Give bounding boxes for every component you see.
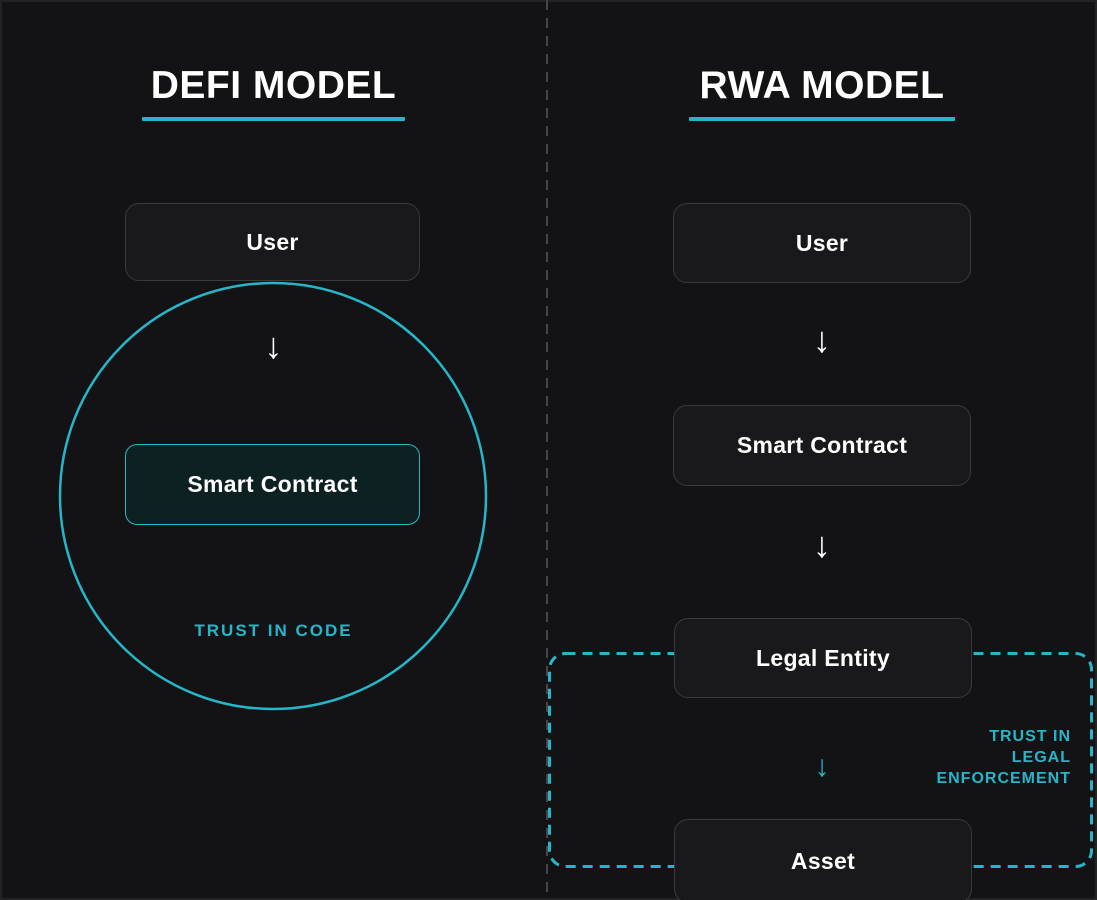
defi-down-arrow-icon: ↓ bbox=[264, 325, 283, 366]
defi-user-node: User bbox=[125, 203, 420, 281]
rwa-down-arrow-icon-2: ↓ bbox=[813, 524, 831, 565]
defi-smart-contract-node: Smart Contract bbox=[125, 444, 420, 525]
rwa-down-arrow-icon-1: ↓ bbox=[813, 319, 831, 360]
rwa-user-node: User bbox=[673, 203, 971, 283]
trust-in-legal-enforcement-label: TRUST IN LEGAL ENFORCEMENT bbox=[901, 726, 1071, 789]
rwa-down-arrow-icon-3: ↓ bbox=[814, 750, 830, 783]
trust-in-code-label: TRUST IN CODE bbox=[194, 621, 353, 640]
rwa-user-label: User bbox=[795, 229, 849, 256]
trust-legal-line-3: ENFORCEMENT bbox=[936, 770, 1071, 787]
defi-panel: DEFI MODEL User ↓ Smart Contract TRUST I… bbox=[0, 0, 547, 900]
rwa-panel-title: RWA MODEL bbox=[699, 64, 945, 107]
defi-title-underline bbox=[142, 117, 405, 121]
rwa-legal-entity-label: Legal Entity bbox=[756, 644, 890, 671]
defi-panel-title: DEFI MODEL bbox=[150, 64, 397, 107]
rwa-asset-label: Asset bbox=[790, 847, 856, 874]
trust-legal-line-1: TRUST IN bbox=[989, 728, 1071, 745]
rwa-asset-node: Asset bbox=[674, 819, 972, 900]
rwa-legal-entity-node: Legal Entity bbox=[674, 618, 972, 698]
rwa-smart-contract-label: Smart Contract bbox=[736, 432, 908, 458]
rwa-title-underline bbox=[689, 117, 955, 121]
trust-in-code-circle bbox=[58, 281, 488, 711]
defi-smart-contract-label: Smart Contract bbox=[187, 471, 358, 497]
rwa-smart-contract-node: Smart Contract bbox=[673, 405, 971, 486]
rwa-panel: RWA MODEL User ↓ Smart Contract ↓ Legal … bbox=[547, 0, 1097, 900]
trust-legal-line-2: LEGAL bbox=[1011, 749, 1071, 766]
defi-user-label: User bbox=[246, 228, 299, 255]
